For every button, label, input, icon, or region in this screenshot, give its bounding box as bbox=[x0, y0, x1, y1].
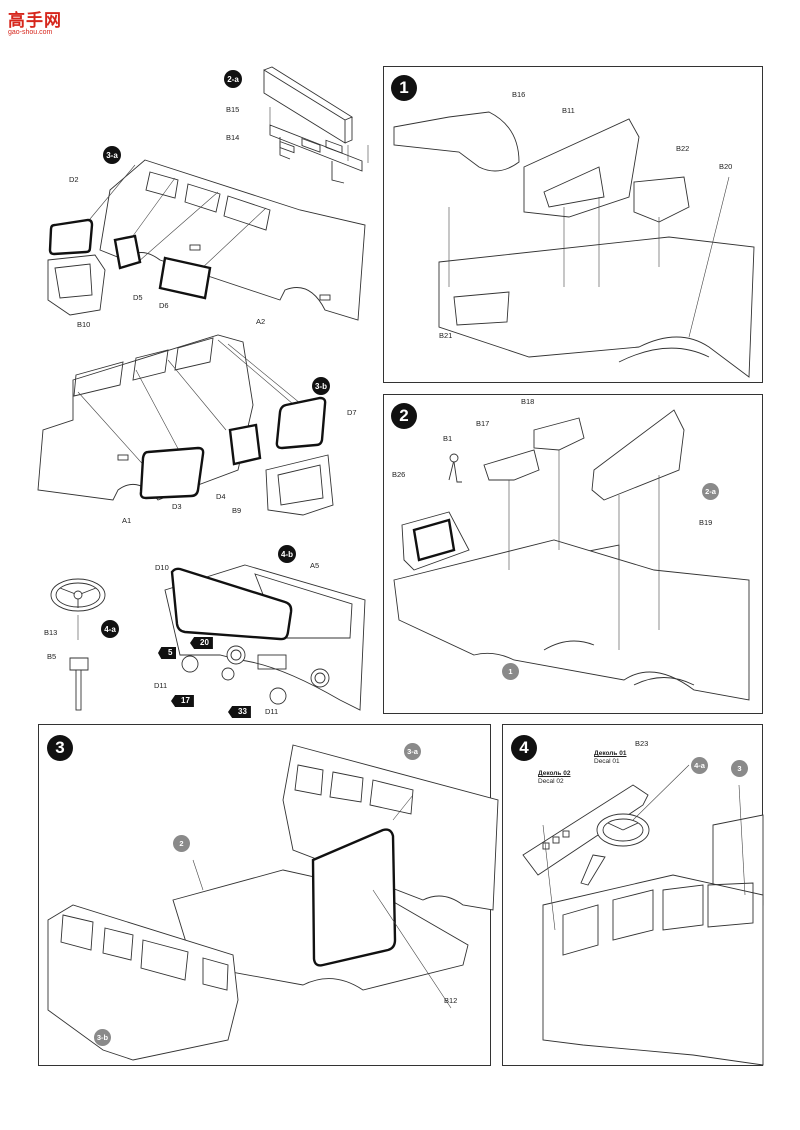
step-2a-badge: 2-a bbox=[224, 70, 242, 88]
label-b9: B9 bbox=[232, 506, 242, 515]
label-a2: A2 bbox=[256, 317, 266, 326]
label-d2: D2 bbox=[69, 175, 79, 184]
paint-marker-5: 5 bbox=[158, 647, 177, 659]
ref-3a-badge: 3-a bbox=[404, 743, 421, 760]
label-b11: B11 bbox=[562, 106, 575, 115]
label-b23: B23 bbox=[635, 739, 649, 748]
label-d6: D6 bbox=[159, 301, 169, 310]
paint-marker-17: 17 bbox=[171, 695, 194, 707]
decal-01-title: Деколь 01 bbox=[594, 750, 627, 757]
ref-2-badge: 2 bbox=[173, 835, 190, 852]
ref-4a-badge: 4-a bbox=[691, 757, 708, 774]
body-assembly-drawing bbox=[47, 744, 499, 1061]
label-b12: B12 bbox=[444, 996, 458, 1005]
label-d11-right: D11 bbox=[265, 707, 279, 716]
step-4-badge: 4 bbox=[511, 735, 537, 761]
ref-3b-badge: 3-b bbox=[94, 1029, 111, 1046]
seats-install-drawing bbox=[393, 409, 750, 701]
label-a5: A5 bbox=[310, 561, 320, 570]
label-b18: B18 bbox=[521, 397, 535, 406]
dashboard-install-drawing bbox=[522, 764, 764, 1066]
floor-frame-drawing bbox=[393, 111, 755, 378]
step-4a-badge: 4-a bbox=[101, 620, 119, 638]
label-b16: B16 bbox=[512, 90, 526, 99]
label-d7: D7 bbox=[347, 408, 357, 417]
label-b5: B5 bbox=[47, 652, 57, 661]
label-b19: B19 bbox=[699, 518, 713, 527]
decal-02-callout: Деколь 02 Decal 02 bbox=[538, 770, 570, 786]
label-b1: B1 bbox=[443, 434, 453, 443]
step-4-panel: 4 B23 Деколь 01 Decal 01 Деколь 02 Decal… bbox=[502, 724, 764, 1066]
label-a1: A1 bbox=[122, 516, 132, 525]
label-b10: B10 bbox=[77, 320, 91, 329]
label-d11-left: D11 bbox=[154, 681, 168, 690]
decal-02-sub: Decal 02 bbox=[538, 778, 564, 786]
decal-01-sub: Decal 01 bbox=[594, 758, 620, 766]
step-2-badge: 2 bbox=[391, 403, 417, 429]
paint-marker-20: 20 bbox=[190, 637, 213, 649]
side-wall-a2-drawing bbox=[47, 159, 366, 321]
step-1-panel: 1 B16 B11 B22 B20 B21 bbox=[383, 66, 763, 383]
logo-url: gao-shou.com bbox=[8, 29, 53, 36]
label-b17: B17 bbox=[476, 419, 490, 428]
step-3b-badge: 3-b bbox=[312, 377, 330, 395]
ref-1-badge: 1 bbox=[502, 663, 519, 680]
label-b13: B13 bbox=[44, 628, 58, 637]
bench-drawing bbox=[263, 66, 369, 184]
label-d3: D3 bbox=[172, 502, 182, 511]
ref-3-badge: 3 bbox=[731, 760, 748, 777]
step-2-panel: 2 B18 B17 B1 B26 B19 2-a 1 bbox=[383, 394, 763, 714]
site-logo: 高手网 gao-shou.com bbox=[8, 6, 62, 36]
windshield-drawing bbox=[164, 564, 366, 711]
steering-wheel-drawing bbox=[50, 578, 106, 711]
logo-text: 高手网 bbox=[8, 11, 62, 31]
label-d10: D10 bbox=[155, 563, 169, 572]
label-b15: B15 bbox=[226, 105, 240, 114]
step-3-panel: 3 3-a 2 3-b B12 bbox=[38, 724, 499, 1066]
label-b21: B21 bbox=[439, 331, 453, 340]
side-wall-a1-drawing bbox=[37, 334, 334, 516]
ref-2a-badge: 2-a bbox=[702, 483, 719, 500]
decal-02-title: Деколь 02 bbox=[538, 770, 571, 777]
paint-marker-33: 33 bbox=[228, 706, 251, 718]
label-b14: B14 bbox=[226, 133, 240, 142]
label-d5: D5 bbox=[133, 293, 143, 302]
step-3a-badge: 3-a bbox=[103, 146, 121, 164]
label-d4: D4 bbox=[216, 492, 226, 501]
label-b26: B26 bbox=[392, 470, 406, 479]
step-1-badge: 1 bbox=[391, 75, 417, 101]
step-3-badge: 3 bbox=[47, 735, 73, 761]
label-b22: B22 bbox=[676, 144, 690, 153]
label-b20: B20 bbox=[719, 162, 733, 171]
decal-01-callout: Деколь 01 Decal 01 bbox=[594, 750, 626, 766]
step-4b-badge: 4-b bbox=[278, 545, 296, 563]
